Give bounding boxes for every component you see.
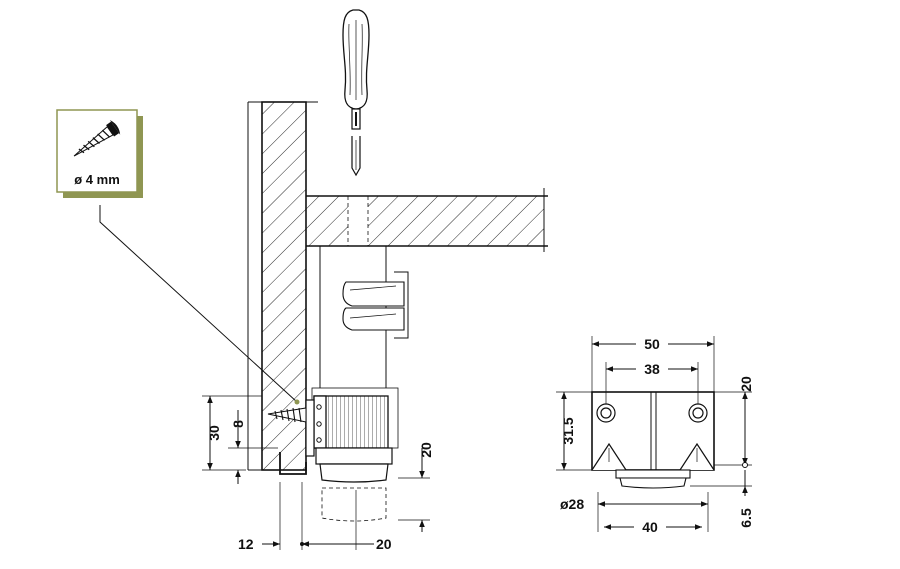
adjuster-assembly (279, 387, 399, 522)
cabinet-side (319, 246, 409, 388)
dim-diameter: ø28 (560, 496, 584, 512)
screwdriver-icon (342, 9, 370, 177)
dim-width-inner: 38 (644, 361, 660, 377)
dim-height-total: 30 (206, 425, 222, 441)
dim-offset-right: 20 (376, 536, 392, 552)
dim-offset-left: 12 (238, 536, 254, 552)
screw-side (267, 407, 307, 423)
leader-line (99, 205, 298, 403)
dim-height-screw: 8 (230, 420, 246, 428)
dim-width-base: 40 (642, 519, 658, 535)
dim-height-top: 20 (738, 376, 754, 392)
dim-height-base: 6.5 (738, 508, 754, 528)
screw-callout: ø 4 mm (56, 109, 143, 198)
dim-height-body: 31.5 (560, 417, 576, 444)
front-view-block (591, 391, 715, 489)
callout-label: ø 4 mm (74, 172, 120, 187)
screw-icon (73, 120, 121, 157)
shelf-panel (306, 188, 548, 252)
side-dimensions: 30 8 20 12 20 (202, 395, 434, 552)
callout-box (56, 109, 138, 193)
front-dimensions: 50 38 31.5 20 6.5 ø28 40 (556, 336, 754, 535)
dim-width-total: 50 (644, 336, 660, 352)
dim-height-foot: 20 (418, 442, 434, 458)
